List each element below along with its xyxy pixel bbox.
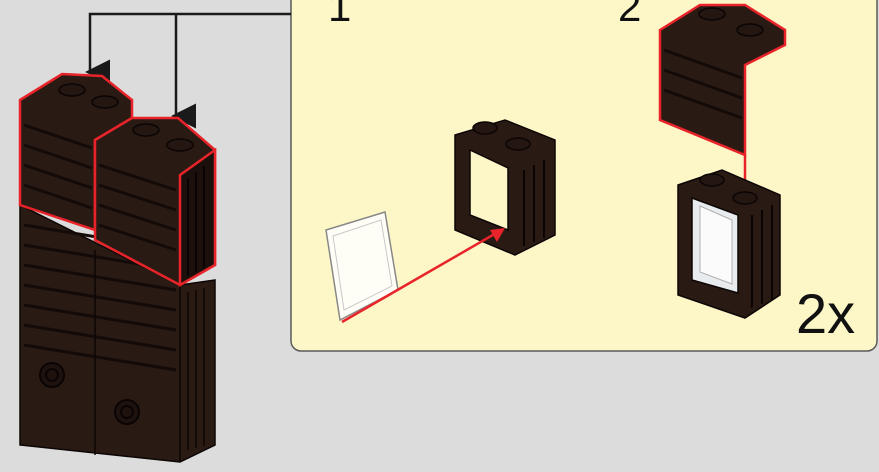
step-number-1: 1 bbox=[328, 0, 351, 28]
quantity-label: 2x bbox=[796, 286, 855, 342]
window-frame-with-pane bbox=[678, 170, 780, 318]
step-number-2: 2 bbox=[618, 0, 641, 28]
wall-assembly bbox=[20, 74, 215, 462]
knob-icon bbox=[115, 400, 139, 424]
knob-icon bbox=[40, 363, 64, 387]
window-frame bbox=[455, 120, 555, 255]
